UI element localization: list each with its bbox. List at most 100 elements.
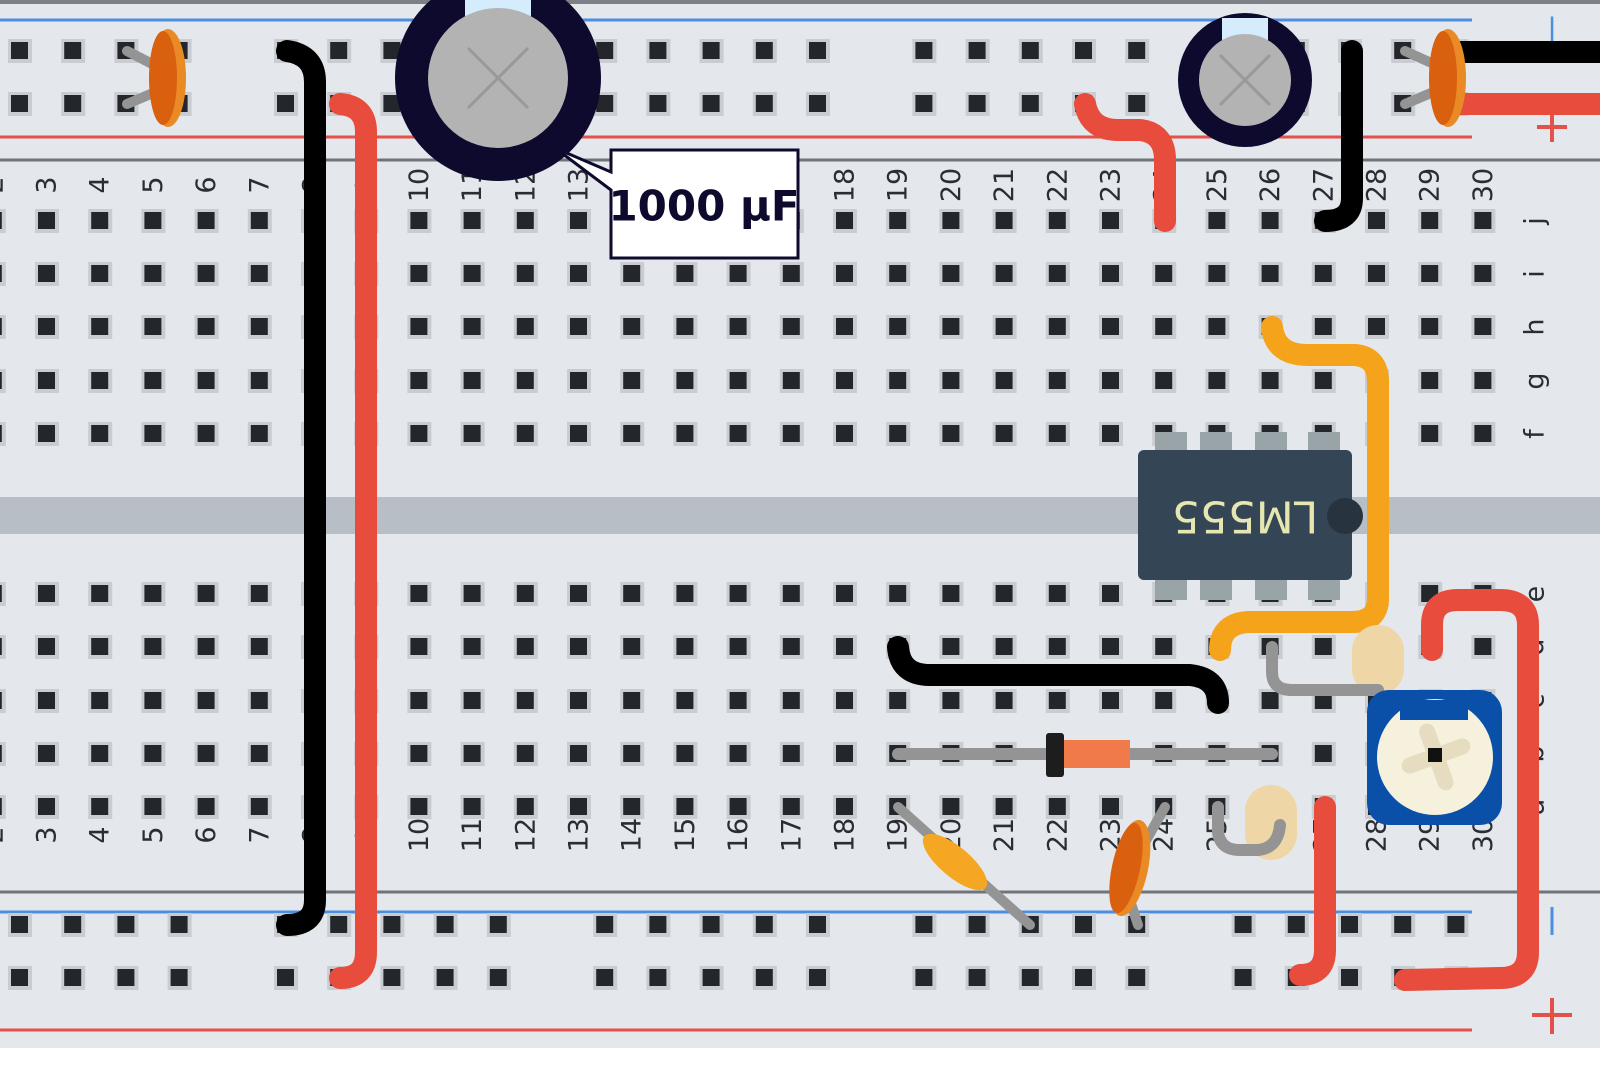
hole[interactable] xyxy=(1471,422,1496,446)
hole[interactable] xyxy=(1099,422,1123,446)
hole[interactable] xyxy=(1099,209,1123,233)
hole[interactable] xyxy=(1311,369,1336,393)
hole[interactable] xyxy=(0,742,6,766)
hole[interactable] xyxy=(194,209,219,233)
hole[interactable] xyxy=(752,92,777,116)
hole[interactable] xyxy=(620,262,645,286)
hole[interactable] xyxy=(1338,913,1362,937)
hole[interactable] xyxy=(247,742,272,766)
hole[interactable] xyxy=(1258,262,1283,286)
hole[interactable] xyxy=(779,795,804,819)
hole[interactable] xyxy=(673,422,698,446)
hole[interactable] xyxy=(1018,966,1043,990)
hole[interactable] xyxy=(0,315,6,339)
hole[interactable] xyxy=(726,315,751,339)
hole[interactable] xyxy=(833,315,857,339)
hole[interactable] xyxy=(0,369,6,393)
wire-red-top[interactable] xyxy=(1074,93,1176,232)
hole[interactable] xyxy=(912,913,937,937)
hole[interactable] xyxy=(407,742,432,766)
hole[interactable] xyxy=(1099,635,1123,659)
hole[interactable] xyxy=(141,635,166,659)
hole[interactable] xyxy=(460,262,485,286)
hole[interactable] xyxy=(699,92,724,116)
hole[interactable] xyxy=(380,966,405,990)
hole[interactable] xyxy=(992,635,1017,659)
ceramic-capacitor-top-left[interactable] xyxy=(122,29,186,127)
hole[interactable] xyxy=(1258,369,1283,393)
hole[interactable] xyxy=(567,209,591,233)
hole[interactable] xyxy=(1045,422,1070,446)
hole[interactable] xyxy=(673,369,698,393)
hole[interactable] xyxy=(407,635,432,659)
hole[interactable] xyxy=(88,209,113,233)
hole[interactable] xyxy=(699,39,724,63)
hole[interactable] xyxy=(141,369,166,393)
hole[interactable] xyxy=(8,913,32,937)
hole[interactable] xyxy=(1338,966,1362,990)
hole[interactable] xyxy=(726,422,751,446)
hole[interactable] xyxy=(1125,39,1150,63)
hole[interactable] xyxy=(194,635,219,659)
hole[interactable] xyxy=(1311,742,1336,766)
hole[interactable] xyxy=(486,913,511,937)
hole[interactable] xyxy=(194,582,219,606)
hole[interactable] xyxy=(0,795,6,819)
hole[interactable] xyxy=(1045,635,1070,659)
hole[interactable] xyxy=(486,966,511,990)
hole[interactable] xyxy=(460,742,485,766)
hole[interactable] xyxy=(992,422,1017,446)
hole[interactable] xyxy=(0,635,6,659)
hole[interactable] xyxy=(992,209,1017,233)
wire-red-bottom[interactable] xyxy=(1289,796,1336,986)
hole[interactable] xyxy=(1311,262,1336,286)
hole[interactable] xyxy=(1365,262,1389,286)
hole[interactable] xyxy=(327,913,352,937)
hole[interactable] xyxy=(726,742,751,766)
hole[interactable] xyxy=(673,635,698,659)
hole[interactable] xyxy=(35,209,59,233)
hole[interactable] xyxy=(939,262,964,286)
hole[interactable] xyxy=(460,689,485,713)
hole[interactable] xyxy=(965,92,990,116)
hole[interactable] xyxy=(1152,689,1177,713)
hole[interactable] xyxy=(992,689,1017,713)
hole[interactable] xyxy=(88,262,113,286)
hole[interactable] xyxy=(833,582,857,606)
hole[interactable] xyxy=(620,795,645,819)
hole[interactable] xyxy=(726,689,751,713)
hole[interactable] xyxy=(407,315,432,339)
hole[interactable] xyxy=(194,742,219,766)
hole[interactable] xyxy=(407,262,432,286)
hole[interactable] xyxy=(646,913,671,937)
hole[interactable] xyxy=(141,209,166,233)
hole[interactable] xyxy=(779,689,804,713)
hole[interactable] xyxy=(886,369,911,393)
hole[interactable] xyxy=(8,39,32,63)
hole[interactable] xyxy=(35,742,59,766)
hole[interactable] xyxy=(620,635,645,659)
hole[interactable] xyxy=(1072,966,1096,990)
hole[interactable] xyxy=(567,742,591,766)
hole[interactable] xyxy=(1311,315,1336,339)
hole[interactable] xyxy=(513,582,538,606)
hole[interactable] xyxy=(1418,262,1443,286)
electrolytic-capacitor-small[interactable] xyxy=(1178,13,1312,147)
hole[interactable] xyxy=(567,635,591,659)
hole[interactable] xyxy=(247,635,272,659)
hole[interactable] xyxy=(886,262,911,286)
hole[interactable] xyxy=(1099,369,1123,393)
hole[interactable] xyxy=(407,422,432,446)
hole[interactable] xyxy=(141,422,166,446)
hole[interactable] xyxy=(141,795,166,819)
hole[interactable] xyxy=(1418,209,1443,233)
hole[interactable] xyxy=(88,795,113,819)
hole[interactable] xyxy=(513,689,538,713)
hole[interactable] xyxy=(1418,315,1443,339)
hole[interactable] xyxy=(965,39,990,63)
hole[interactable] xyxy=(620,689,645,713)
hole[interactable] xyxy=(513,742,538,766)
hole[interactable] xyxy=(88,315,113,339)
hole[interactable] xyxy=(0,262,6,286)
hole[interactable] xyxy=(433,913,458,937)
